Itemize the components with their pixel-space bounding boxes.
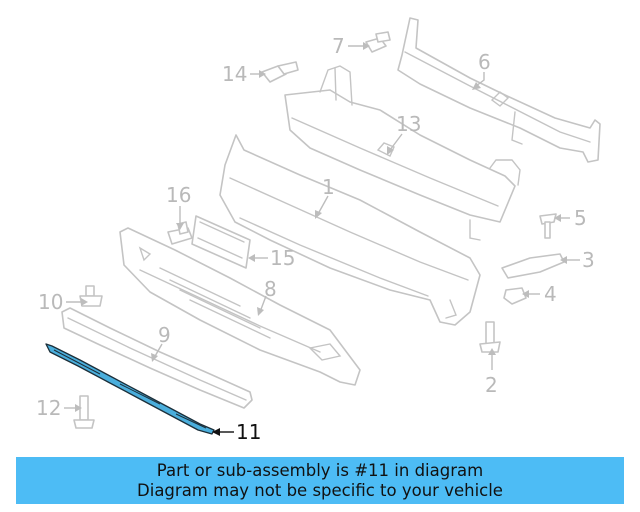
- callout-2: 2: [485, 373, 498, 397]
- callout-15: 15: [270, 246, 295, 270]
- callout-10: 10: [38, 290, 63, 314]
- callout-13: 13: [396, 112, 421, 136]
- part-info-banner: Part or sub-assembly is #11 in diagram D…: [16, 457, 624, 504]
- part-7-bolt: [365, 31, 391, 53]
- callout-16: 16: [166, 183, 191, 207]
- callout-1: 1: [322, 175, 335, 199]
- banner-line-disclaimer: Diagram may not be specific to your vehi…: [137, 480, 503, 500]
- callout-labels: 1 2 3 4 5 6 7 8 9 10 11 12 13 14 15 16: [36, 34, 595, 444]
- part-14-bolt: [261, 61, 299, 83]
- part-1-bumper-cover: [219, 134, 481, 326]
- callout-5: 5: [574, 206, 587, 230]
- leader-lines: [64, 42, 580, 436]
- part-8-lower-grille: [119, 227, 361, 386]
- callout-9: 9: [158, 323, 171, 347]
- part-12-stud: [73, 395, 95, 429]
- exploded-parts-diagram: 1 2 3 4 5 6 7 8 9 10 11 12 13 14 15 16: [36, 17, 601, 444]
- callout-8: 8: [264, 277, 277, 301]
- callout-7: 7: [332, 34, 345, 58]
- callout-12: 12: [36, 396, 61, 420]
- part-13-reinforcement-beam: [284, 65, 521, 241]
- part-2-stud: [479, 321, 501, 353]
- part-6-upper-bracket: [397, 17, 601, 163]
- banner-line-part: Part or sub-assembly is #11 in diagram: [156, 460, 484, 480]
- part-15-license-plate-bracket: [191, 215, 251, 269]
- part-4-nut: [503, 287, 527, 305]
- callout-11: 11: [236, 420, 261, 444]
- callout-6: 6: [478, 50, 491, 74]
- callout-3: 3: [582, 248, 595, 272]
- callout-14: 14: [222, 62, 247, 86]
- part-5-push-pin: [539, 213, 557, 239]
- part-9-lower-valance: [61, 307, 253, 409]
- part-3-bracket: [501, 253, 565, 279]
- callout-4: 4: [544, 282, 557, 306]
